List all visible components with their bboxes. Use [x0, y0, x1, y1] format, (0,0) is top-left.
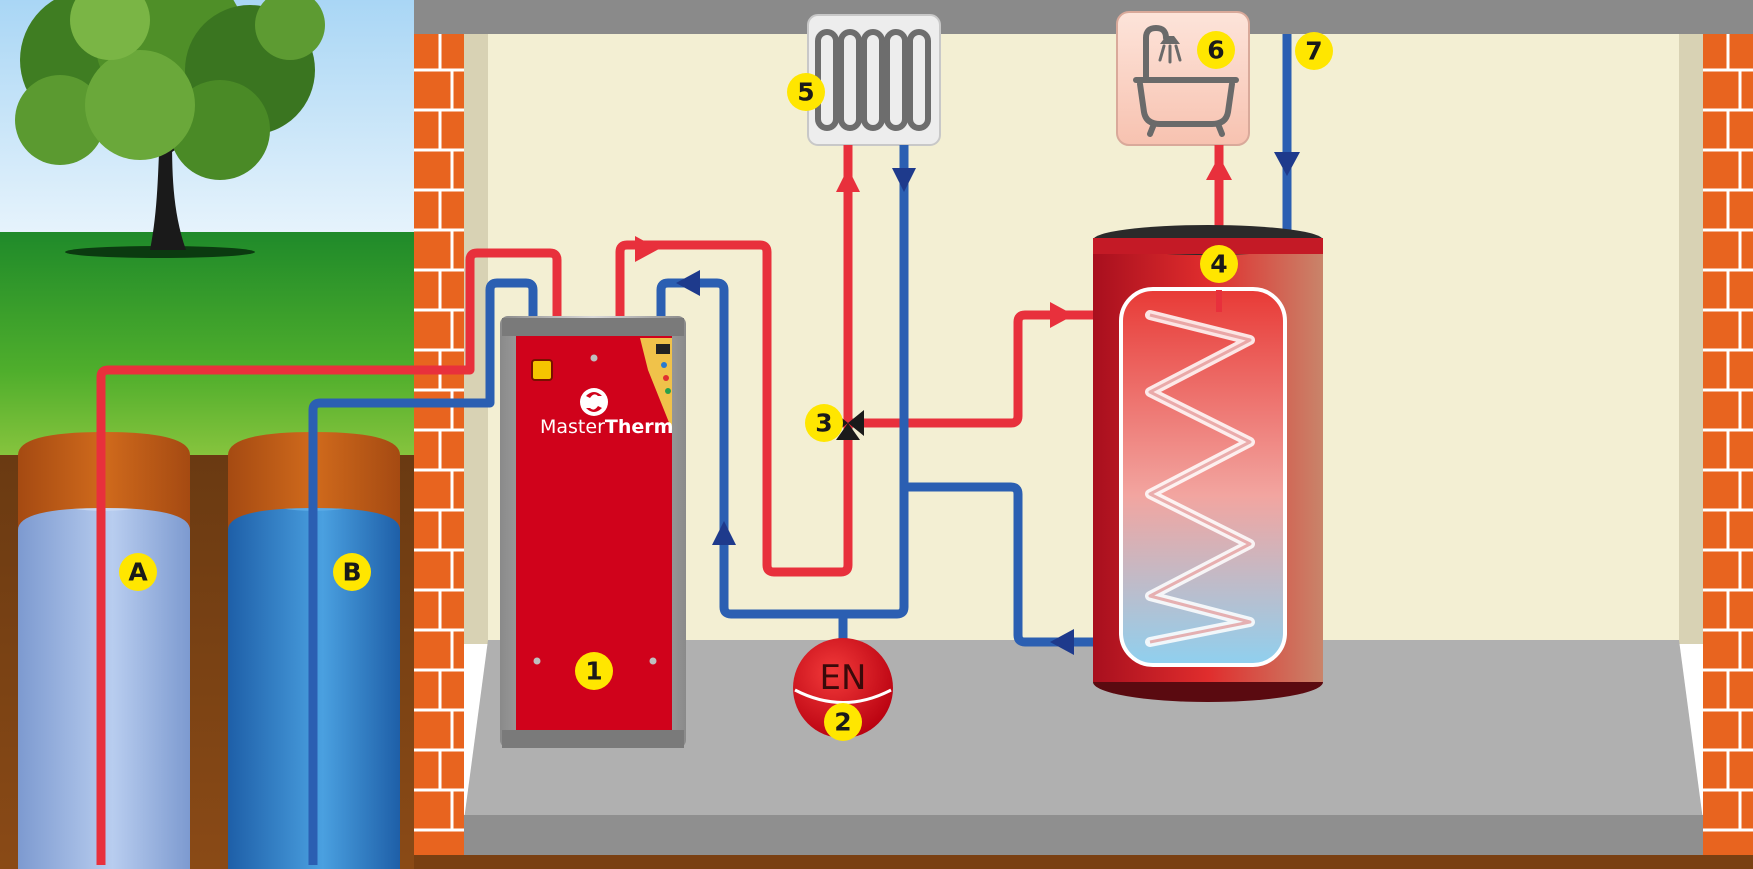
arrow-down-radiator-return	[892, 168, 916, 192]
arrow-up-return-left	[712, 521, 736, 545]
floor	[464, 640, 1703, 820]
hot-pipe-to-tank	[848, 310, 1093, 428]
badge-1: 1	[575, 652, 613, 690]
badge-5: 5	[787, 73, 825, 111]
badge-6: 6	[1197, 31, 1235, 69]
arrow-up-bath-feed	[1206, 156, 1232, 180]
brand-logo-icon	[580, 388, 608, 416]
grass	[0, 232, 414, 464]
bath-icon	[1116, 11, 1250, 146]
hot-pipe-flow	[615, 172, 853, 577]
badge-3: 3	[805, 404, 843, 442]
hot-pipe-borehole-a	[96, 248, 562, 865]
ceiling	[414, 0, 1753, 34]
cold-pipe-tank-return	[904, 482, 1093, 647]
badge-1-text: 1	[585, 657, 602, 686]
brand-name: MasterTherm	[540, 416, 673, 438]
cold-pipe-return	[656, 145, 909, 619]
control-panel	[640, 338, 672, 430]
expansion-tank-label: EN	[820, 658, 867, 698]
arrow-up-radiator-feed	[836, 168, 860, 192]
arrow-down-cold-inlet	[1274, 152, 1300, 176]
badge-2-text: 2	[834, 708, 851, 737]
badge-b-text: B	[342, 558, 361, 587]
expansion-tank: EN	[793, 638, 893, 738]
tree-illustration	[15, 0, 325, 258]
badge-5-text: 5	[797, 78, 814, 107]
cold-pipe-borehole-b	[308, 278, 538, 865]
pipe-network	[96, 34, 1292, 865]
outdoor-scene	[0, 0, 414, 869]
heat-pump-unit: MasterTherm	[500, 316, 686, 748]
badge-7: 7	[1295, 32, 1333, 70]
badge-6-text: 6	[1207, 36, 1224, 65]
flow-arrows	[635, 152, 1300, 655]
radiator-icon	[807, 14, 941, 146]
badge-b: B	[333, 553, 371, 591]
arrow-right-tank-feed	[1050, 302, 1074, 328]
left-brick-wall	[414, 34, 464, 855]
hot-water-tank	[1093, 225, 1323, 702]
arrow-left-return-top	[676, 270, 700, 296]
badge-a: A	[119, 553, 157, 591]
badge-4-text: 4	[1210, 250, 1227, 279]
badge-a-text: A	[128, 558, 148, 587]
arrow-right-flow-top	[635, 236, 659, 262]
badge-7-text: 7	[1305, 37, 1322, 66]
badge-2: 2	[824, 703, 862, 741]
badge-4: 4	[1200, 245, 1238, 283]
arrow-left-tank-return	[1050, 629, 1074, 655]
badge-3-text: 3	[815, 409, 832, 438]
right-brick-wall	[1703, 34, 1753, 855]
